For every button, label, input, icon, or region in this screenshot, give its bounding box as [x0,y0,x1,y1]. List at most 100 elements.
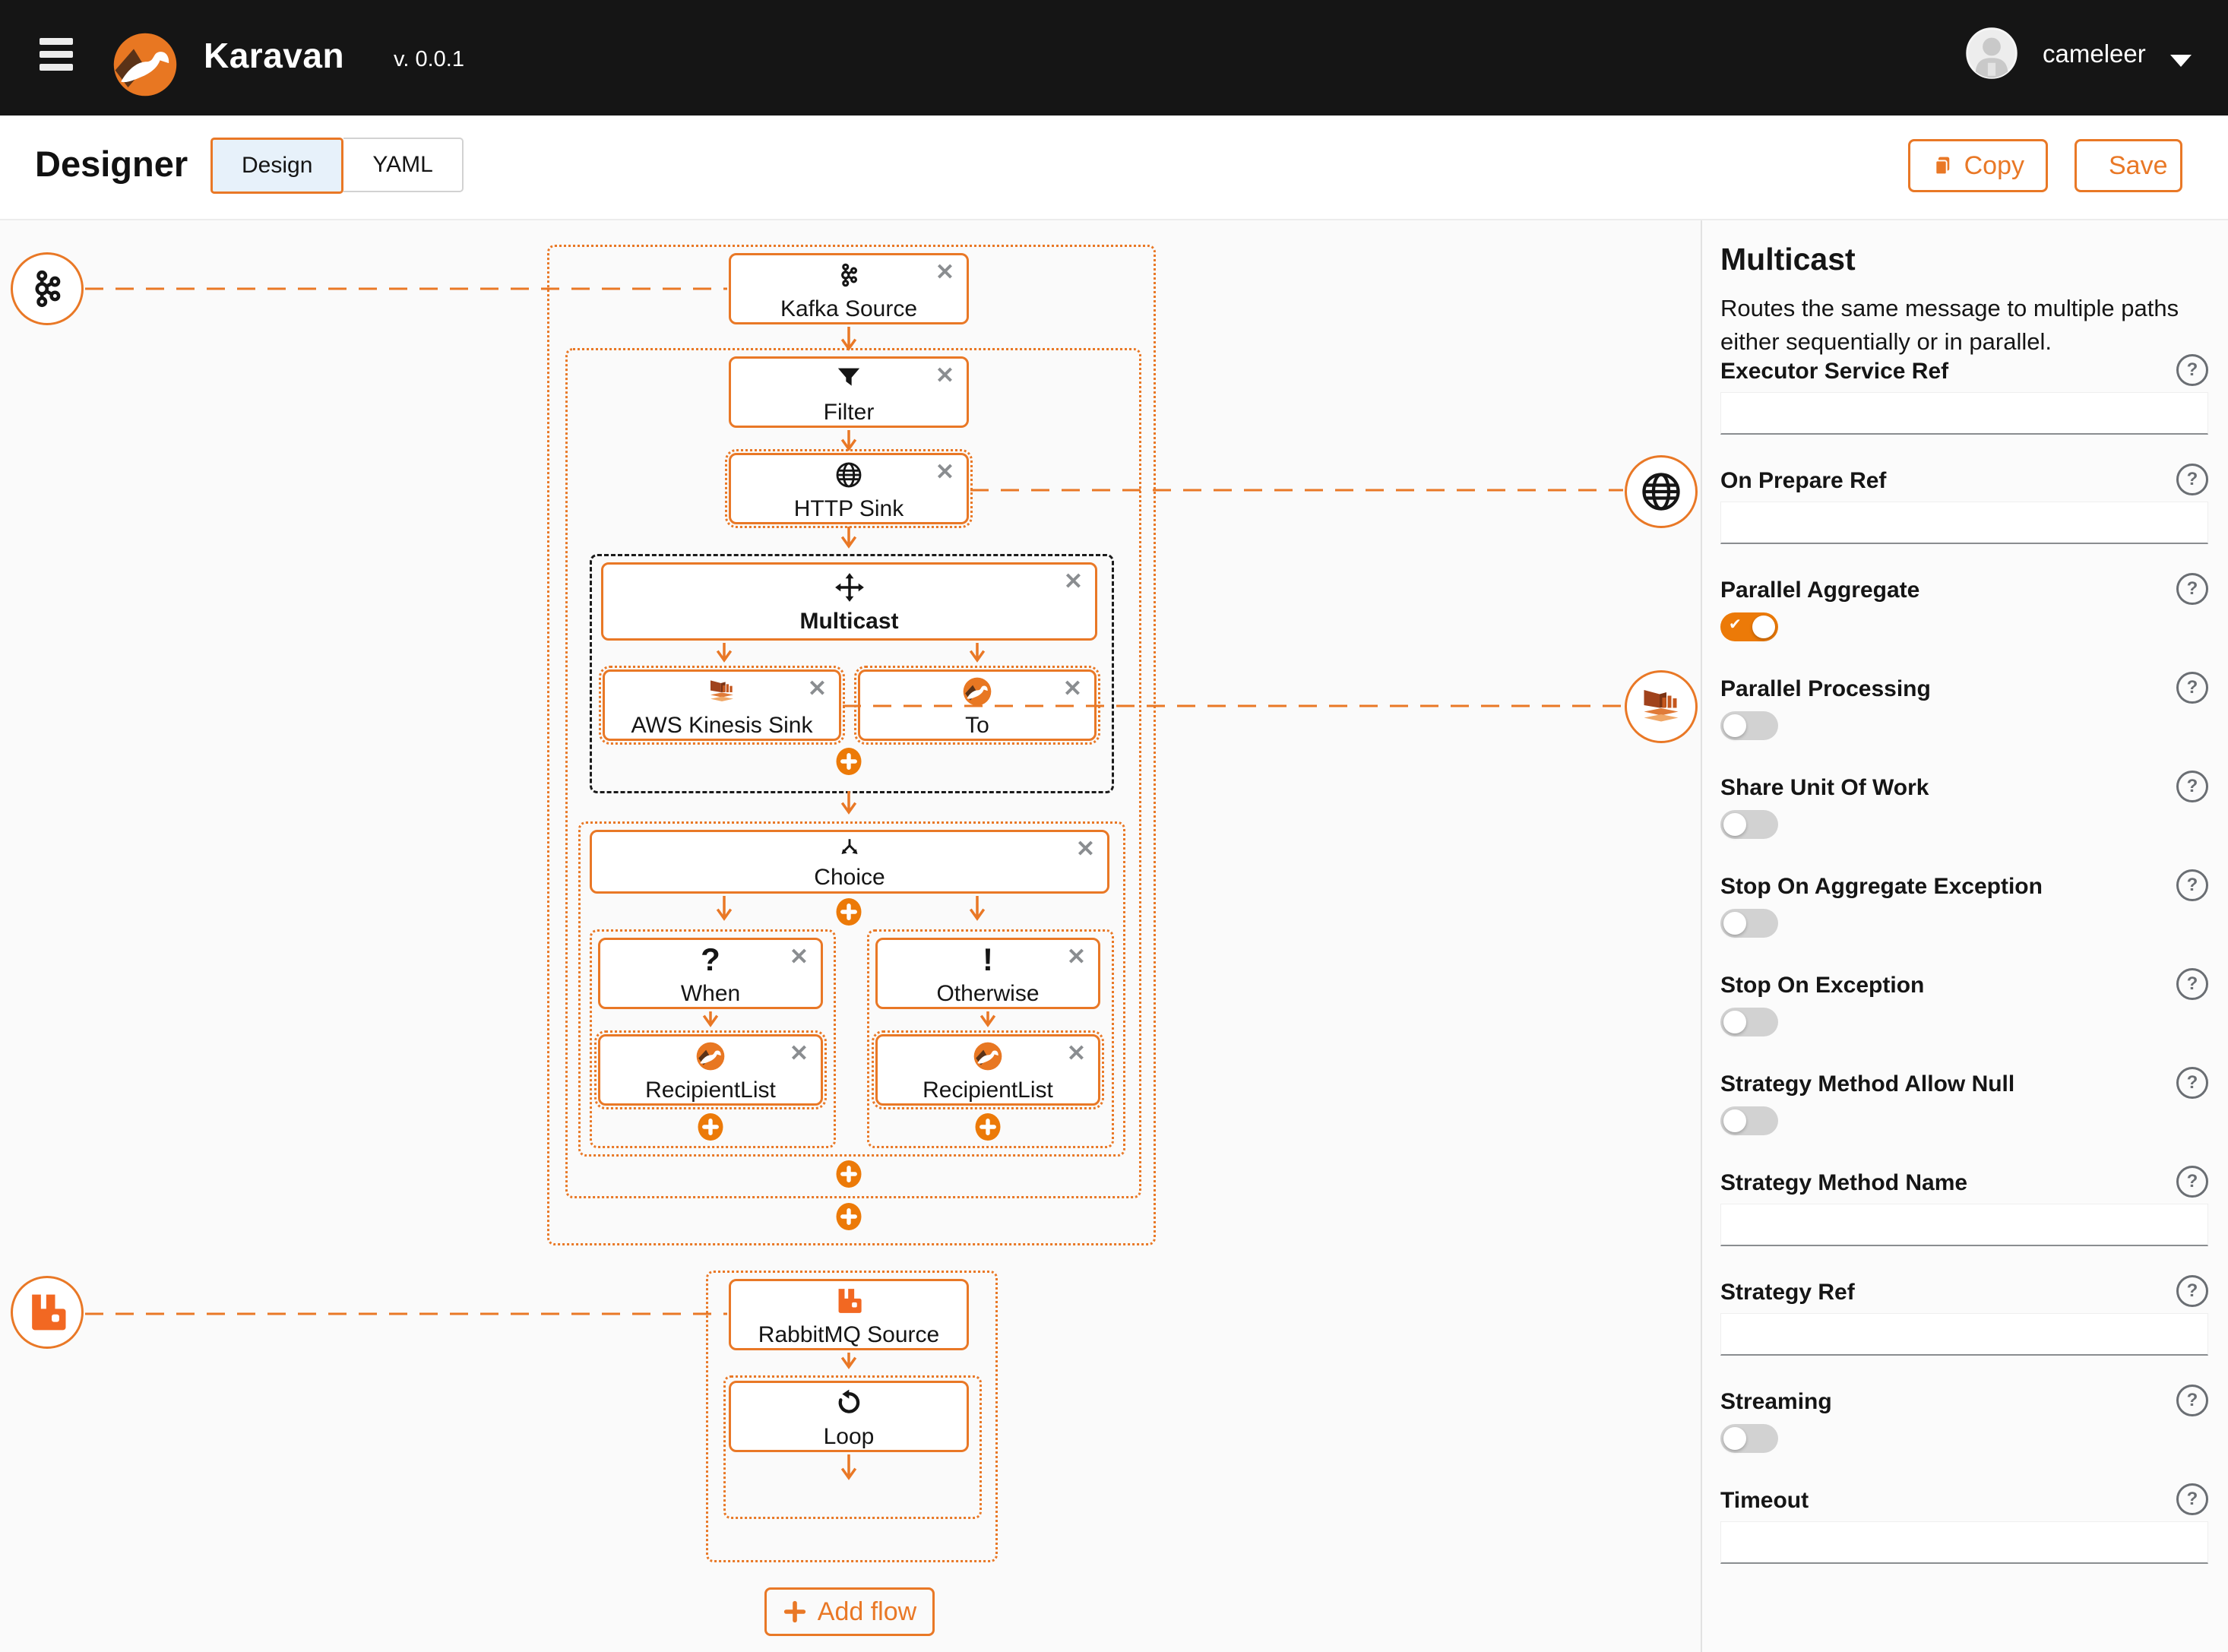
stop-on-exception-toggle[interactable] [1720,1008,1778,1036]
close-icon[interactable]: ✕ [1075,837,1095,862]
otherwise-group[interactable] [867,929,1114,1148]
close-icon[interactable]: ✕ [789,945,809,970]
multicast-group-selected[interactable] [590,554,1114,793]
help-icon[interactable]: ? [2176,968,2208,1000]
parallel-processing-toggle[interactable] [1720,711,1778,740]
hamburger-menu-icon[interactable] [40,38,73,78]
field-strategy-method-allow-null: Strategy Method Allow Null ? [1720,1067,2208,1135]
kafka-endpoint[interactable] [11,252,84,325]
question-icon: ? [701,941,720,977]
karavan-logo-icon [113,33,177,97]
close-icon[interactable]: ✕ [935,260,954,285]
close-icon[interactable]: ✕ [807,676,827,701]
route1-container[interactable] [547,245,1156,1245]
node-label: Otherwise [936,980,1040,1006]
globe-icon [1642,473,1680,511]
node-aws-kinesis-sink[interactable]: ✕ AWS Kinesis Sink [599,666,845,745]
help-icon[interactable]: ? [2176,771,2208,802]
rabbitmq-endpoint[interactable] [11,1276,84,1349]
field-parallel-aggregate: Parallel Aggregate ? [1720,573,2208,641]
copy-button[interactable]: Copy [1908,139,2048,192]
help-icon[interactable]: ? [2176,1483,2208,1515]
parallel-aggregate-toggle[interactable] [1720,612,1778,641]
field-strategy-method-name: Strategy Method Name ? [1720,1166,2208,1246]
field-strategy-ref: Strategy Ref ? [1720,1275,2208,1356]
move-arrows-icon [834,570,866,605]
aws-kinesis-endpoint[interactable] [1625,670,1698,743]
close-icon[interactable]: ✕ [1063,569,1083,594]
close-icon[interactable]: ✕ [789,1041,809,1066]
add-step-otherwise-button[interactable] [974,1113,1002,1141]
tab-design[interactable]: Design [210,138,344,194]
add-step-flow-button[interactable] [835,1203,862,1230]
save-button[interactable]: Save [2075,139,2182,192]
timeout-input[interactable] [1720,1521,2208,1564]
close-icon[interactable]: ✕ [1066,1041,1086,1066]
avatar[interactable] [1966,27,2018,79]
node-label: RecipientList [645,1077,776,1103]
rabbitmq-icon [32,1294,66,1331]
node-recipientlist-when[interactable]: ✕ RecipientList [594,1030,827,1109]
close-icon[interactable]: ✕ [1062,676,1082,701]
close-icon[interactable]: ✕ [1066,945,1086,970]
http-endpoint[interactable] [1625,455,1698,528]
app-version: v. 0.0.1 [394,47,464,71]
node-kafka-source[interactable]: ✕ Kafka Source [729,253,969,324]
node-choice[interactable]: ✕ Choice [590,830,1109,894]
node-http-sink[interactable]: ✕ HTTP Sink [725,449,973,528]
help-icon[interactable]: ? [2176,869,2208,901]
user-menu[interactable]: cameleer [2043,40,2146,68]
help-icon[interactable]: ? [2176,354,2208,386]
strategy-ref-input[interactable] [1720,1313,2208,1356]
panel-title: Multicast [1720,242,1856,277]
help-icon[interactable]: ? [2176,672,2208,704]
panel-description: Routes the same message to multiple path… [1720,295,2179,356]
top-bar: Karavan v. 0.0.1 cameleer [0,0,2228,116]
on-prepare-ref-input[interactable] [1720,502,2208,544]
node-multicast[interactable]: ✕ Multicast [601,562,1097,641]
field-stop-on-aggregate-exception: Stop On Aggregate Exception ? [1720,869,2208,938]
help-icon[interactable]: ? [2176,1385,2208,1416]
strategy-method-name-input[interactable] [1720,1204,2208,1246]
when-group[interactable] [590,929,836,1148]
help-icon[interactable]: ? [2176,464,2208,495]
field-executor-service-ref: Executor Service Ref ? [1720,354,2208,435]
add-step-route-button[interactable] [835,1160,862,1188]
executor-service-ref-input[interactable] [1720,392,2208,435]
help-icon[interactable]: ? [2176,1067,2208,1099]
route2-container[interactable] [706,1271,998,1562]
node-otherwise[interactable]: ✕ ! Otherwise [875,938,1100,1009]
node-filter[interactable]: ✕ Filter [729,356,969,428]
loop-group[interactable] [723,1375,982,1519]
node-loop[interactable]: Loop [729,1381,969,1452]
help-icon[interactable]: ? [2176,573,2208,605]
node-rabbitmq-source[interactable]: RabbitMQ Source [729,1279,969,1350]
node-to[interactable]: ✕ To [854,666,1100,745]
close-icon[interactable]: ✕ [935,363,954,388]
stop-on-aggregate-exception-toggle[interactable] [1720,909,1778,938]
branch-icon [837,834,862,863]
streaming-toggle[interactable] [1720,1424,1778,1453]
help-icon[interactable]: ? [2176,1275,2208,1307]
add-branch-choice-button[interactable] [835,898,862,926]
add-step-when-button[interactable] [697,1113,724,1141]
field-on-prepare-ref: On Prepare Ref ? [1720,464,2208,544]
node-label: Choice [814,865,885,890]
node-when[interactable]: ✕ ? When [598,938,823,1009]
add-flow-button[interactable]: Add flow [764,1587,935,1636]
help-icon[interactable]: ? [2176,1166,2208,1198]
strategy-method-allow-null-toggle[interactable] [1720,1106,1778,1135]
choice-group[interactable] [578,821,1125,1157]
add-step-multicast-button[interactable] [835,748,862,775]
camel-icon [695,1039,726,1074]
page-title: Designer [35,144,188,184]
copy-label: Copy [1964,150,2024,180]
tab-yaml[interactable]: YAML [343,138,464,192]
node-recipientlist-otherwise[interactable]: ✕ RecipientList [872,1030,1104,1109]
caret-down-icon[interactable] [2170,55,2192,67]
close-icon[interactable]: ✕ [935,460,954,485]
field-streaming: Streaming ? [1720,1385,2208,1453]
share-unit-of-work-toggle[interactable] [1720,810,1778,839]
node-label: Multicast [799,609,899,634]
